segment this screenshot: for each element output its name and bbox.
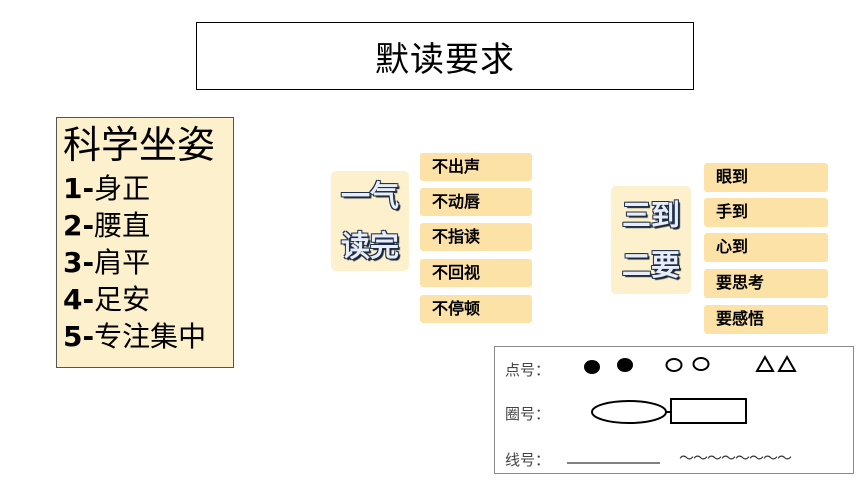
posture-heading: 科学坐姿 [63,123,216,167]
posture-item-number: 4- [63,283,95,316]
posture-item-text: 腰直 [94,209,151,242]
tag-item: 不回视 [420,259,532,287]
reading-marks-legend: 点号： 圈号： 线号： ～～～～～～～～ [494,346,854,474]
rectangle-icon [670,398,747,424]
posture-item-3: 3-肩平 [63,244,233,281]
posture-item-5: 5-专注集中 [63,318,233,355]
posture-item-1: 1-身正 [63,170,233,207]
section-a-label-line1: 一气 [340,179,399,213]
tag-item: 心到 [704,233,828,262]
section-b-label-line1: 三到 [621,198,680,232]
dot-mark-label: 点号： [505,361,551,379]
section-b-label: 三到 二要 [611,186,691,294]
section-b-label-line2: 二要 [621,248,680,282]
section-a-label: 一气 读完 [331,171,409,271]
posture-item-text: 身正 [94,172,151,205]
tag-item: 不动唇 [420,188,532,216]
line-mark-label: 线号： [505,451,551,469]
posture-item-4: 4-足安 [63,281,233,318]
ellipse-circle-icon [591,400,667,424]
tag-item: 不出声 [420,153,532,181]
wavy-line-icon: ～～～～～～～～ [679,449,792,467]
posture-panel: 科学坐姿 1-身正 2-腰直 3-肩平 4-足安 5-专注集中 [56,117,234,368]
posture-item-number: 3- [63,246,95,279]
tag-item: 眼到 [704,163,828,192]
page-title: 默读要求 [196,22,694,90]
hollow-circle-icon [692,357,710,371]
posture-item-number: 2- [63,209,95,242]
posture-item-text: 专注集中 [94,320,207,353]
solid-dot-icon [617,358,633,372]
posture-item-text: 足安 [94,283,151,316]
triangle-icon [777,354,797,372]
tag-item: 手到 [704,198,828,227]
posture-item-number: 5- [63,320,95,353]
section-a-label-line2: 读完 [340,229,399,263]
tag-item: 要感悟 [704,305,828,334]
solid-dot-icon [584,360,600,374]
tag-item: 不停顿 [420,295,532,323]
tag-item: 要思考 [704,269,828,298]
circle-mark-label: 圈号： [505,405,551,423]
triangle-icon [755,354,775,372]
posture-item-text: 肩平 [94,246,151,279]
tag-item: 不指读 [420,223,532,251]
hollow-circle-icon [665,358,683,372]
posture-item-number: 1- [63,172,95,205]
posture-item-2: 2-腰直 [63,207,233,244]
marks-graphics [567,354,797,464]
